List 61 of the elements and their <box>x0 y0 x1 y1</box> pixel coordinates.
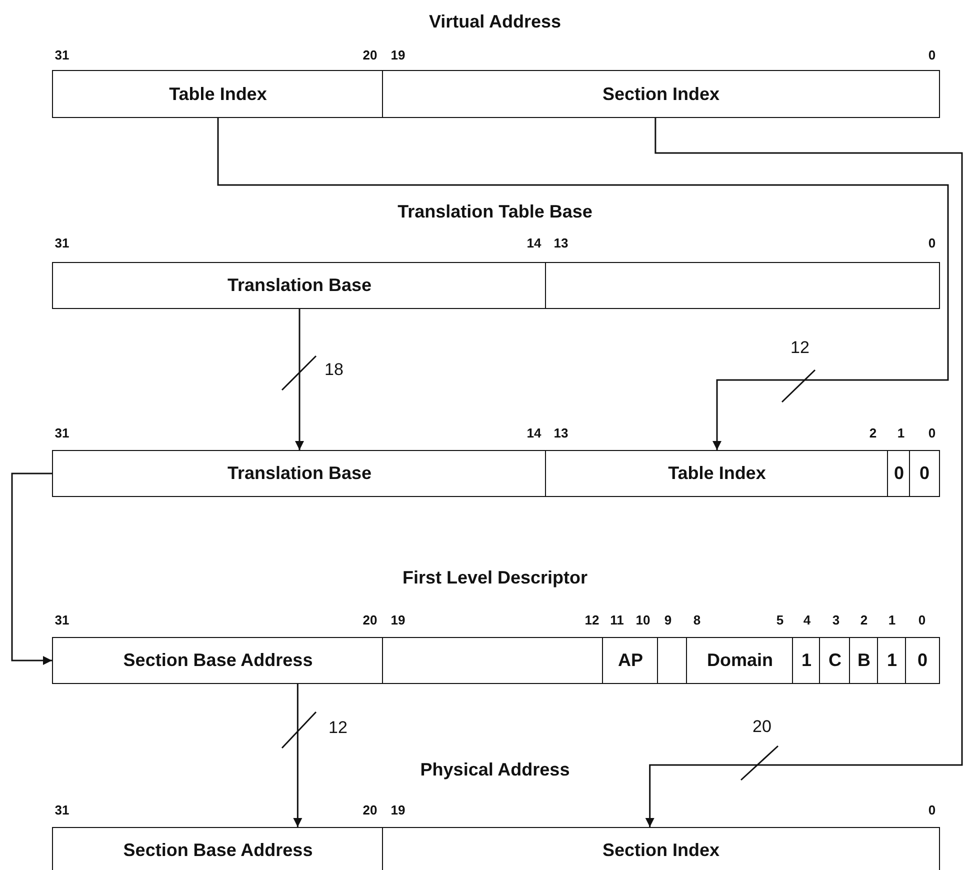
bit-number: 13 <box>554 426 568 440</box>
register-field: 1 <box>792 637 821 684</box>
bit-number: 31 <box>54 802 70 818</box>
register-field: Section Index <box>382 827 940 870</box>
arrow <box>11 472 52 665</box>
register-title: Translation Table Base <box>398 202 592 222</box>
bit-number: 12 <box>584 612 600 628</box>
bit-number: 11 <box>610 612 624 628</box>
register-field: C <box>819 637 851 684</box>
bit-number: 19 <box>390 48 406 62</box>
register-title: Physical Address <box>420 760 570 780</box>
bit-number: 2 <box>869 426 877 440</box>
arrow <box>217 118 949 450</box>
reserved-field <box>545 262 940 309</box>
bit-number: 4 <box>803 612 811 628</box>
bit-number: 20 <box>362 802 378 818</box>
arrow <box>293 684 302 827</box>
register-field: Translation Base <box>52 262 547 309</box>
bit-number: 20 <box>362 612 378 628</box>
bit-number: 14 <box>526 236 542 250</box>
register-title: First Level Descriptor <box>402 568 588 588</box>
bit-number: 0 <box>918 612 926 628</box>
bit-number: 10 <box>636 612 650 628</box>
bit-number: 31 <box>54 426 70 440</box>
reserved-field <box>657 637 688 684</box>
bit-number: 5 <box>776 612 784 628</box>
register-field: 0 <box>905 637 940 684</box>
bit-number: 0 <box>928 236 936 250</box>
register-field: 0 <box>887 450 911 497</box>
register-field: Translation Base <box>52 450 547 497</box>
bit-number: 9 <box>664 612 672 628</box>
bit-number: 19 <box>390 802 406 818</box>
bit-number: 31 <box>54 48 70 62</box>
bit-number: 0 <box>928 48 936 62</box>
arrow <box>645 118 963 827</box>
bit-number: 1 <box>897 426 905 440</box>
bit-number: 2 <box>860 612 868 628</box>
register-title: Virtual Address <box>428 12 562 32</box>
register-field: Table Index <box>545 450 889 497</box>
register-field: Section Base Address <box>52 827 384 870</box>
bit-number: 8 <box>693 612 701 628</box>
register-field: Domain <box>686 637 794 684</box>
bit-number: 3 <box>832 612 840 628</box>
bit-number: 19 <box>390 612 406 628</box>
bit-number: 31 <box>54 236 70 250</box>
register-field: 1 <box>877 637 907 684</box>
bit-number: 0 <box>928 802 936 818</box>
register-field: B <box>849 637 879 684</box>
bit-number: 14 <box>526 426 542 440</box>
register-field: Section Index <box>382 70 940 118</box>
bit-number: 31 <box>54 612 70 628</box>
bit-number: 13 <box>554 236 568 250</box>
bit-number: 0 <box>928 426 936 440</box>
reserved-field <box>382 637 604 684</box>
register-field: AP <box>602 637 659 684</box>
arrow <box>295 309 304 450</box>
bit-number: 1 <box>888 612 896 628</box>
register-field: Table Index <box>52 70 384 118</box>
register-field: 0 <box>909 450 940 497</box>
bit-number: 20 <box>362 48 378 62</box>
register-field: Section Base Address <box>52 637 384 684</box>
